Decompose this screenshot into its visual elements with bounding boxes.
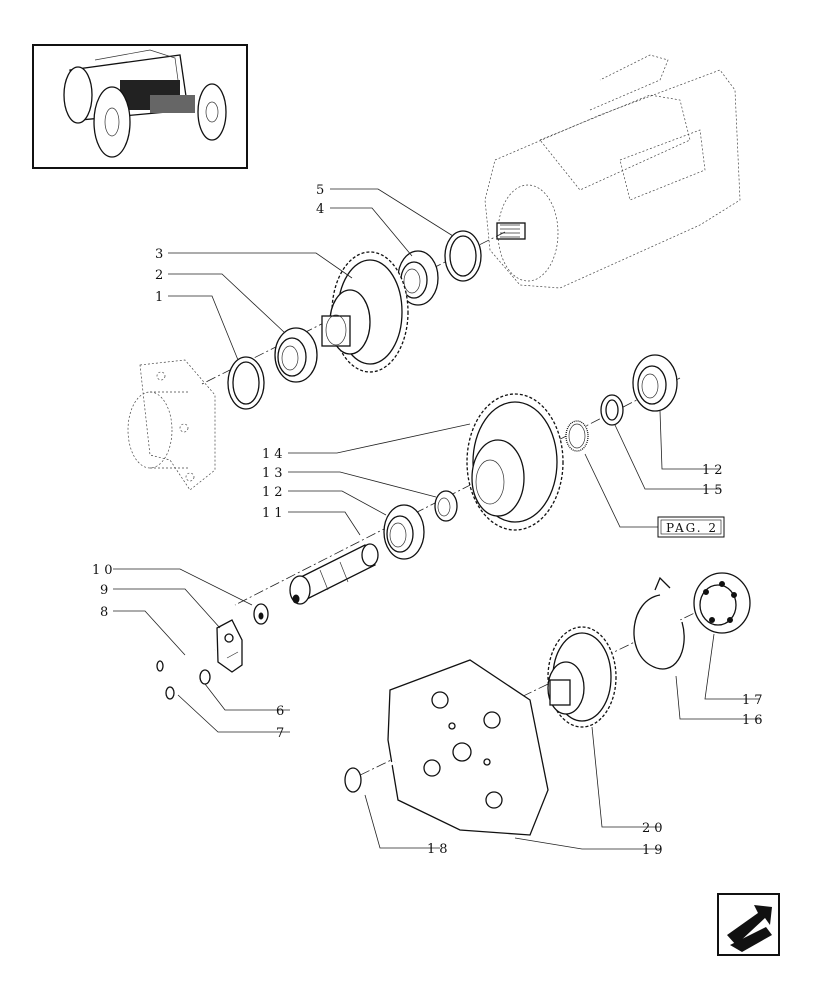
callout-10: 10 [92, 563, 117, 578]
callout-3: 3 [155, 247, 167, 262]
callout-20: 20 [642, 821, 667, 836]
callout-2: 2 [155, 268, 167, 283]
callout-8: 8 [100, 605, 112, 620]
tractor-thumbnail-icon [32, 44, 248, 169]
callout-4: 4 [316, 202, 328, 217]
callout-11: 11 [262, 506, 287, 521]
part-2-bearing [274, 327, 318, 383]
callout-7: 7 [276, 726, 288, 741]
part-4-bearing [397, 250, 439, 306]
callout-15: 15 [702, 483, 727, 498]
part-7-bolt [165, 680, 201, 700]
part-15-shim [600, 394, 624, 426]
part-10-washer [253, 603, 269, 625]
part-6-washer [199, 669, 211, 685]
part-12-bearing-left [383, 504, 425, 560]
callout-12-left: 12 [262, 485, 287, 500]
part-8-bolt [156, 648, 216, 672]
mounting-flange [127, 359, 216, 491]
callout-13: 13 [262, 466, 287, 481]
part-11-shaft [289, 543, 379, 605]
part-3-gear [321, 251, 409, 373]
part-18-bolt [344, 760, 396, 793]
callout-12-right: 12 [702, 463, 727, 478]
part-16-circlip [633, 576, 685, 670]
callout-6: 6 [276, 704, 288, 719]
part-9-plate [216, 619, 243, 673]
callout-5: 5 [316, 183, 328, 198]
part-14-gear [466, 393, 564, 531]
part-13-spacer [434, 490, 458, 522]
part-5-snap-ring [444, 230, 482, 282]
callout-9: 9 [100, 583, 112, 598]
ring-see-page-2 [565, 420, 589, 452]
part-19-plate [387, 659, 549, 836]
next-page-arrow-icon[interactable] [717, 893, 780, 956]
part-1-snap-ring [227, 356, 265, 410]
callout-18: 18 [427, 842, 452, 857]
callout-14: 14 [262, 447, 287, 462]
callout-17: 17 [742, 693, 767, 708]
callout-19: 19 [642, 843, 667, 858]
callout-1: 1 [155, 290, 167, 305]
part-12-bearing-right [632, 354, 678, 412]
part-17-bearing [693, 572, 751, 634]
part-20-gear [547, 626, 617, 728]
page-reference-label: PAG. 2 [666, 521, 718, 535]
page-reference-box[interactable]: PAG. 2 [657, 516, 725, 538]
callout-16: 16 [742, 713, 767, 728]
pump-housing [484, 54, 741, 289]
